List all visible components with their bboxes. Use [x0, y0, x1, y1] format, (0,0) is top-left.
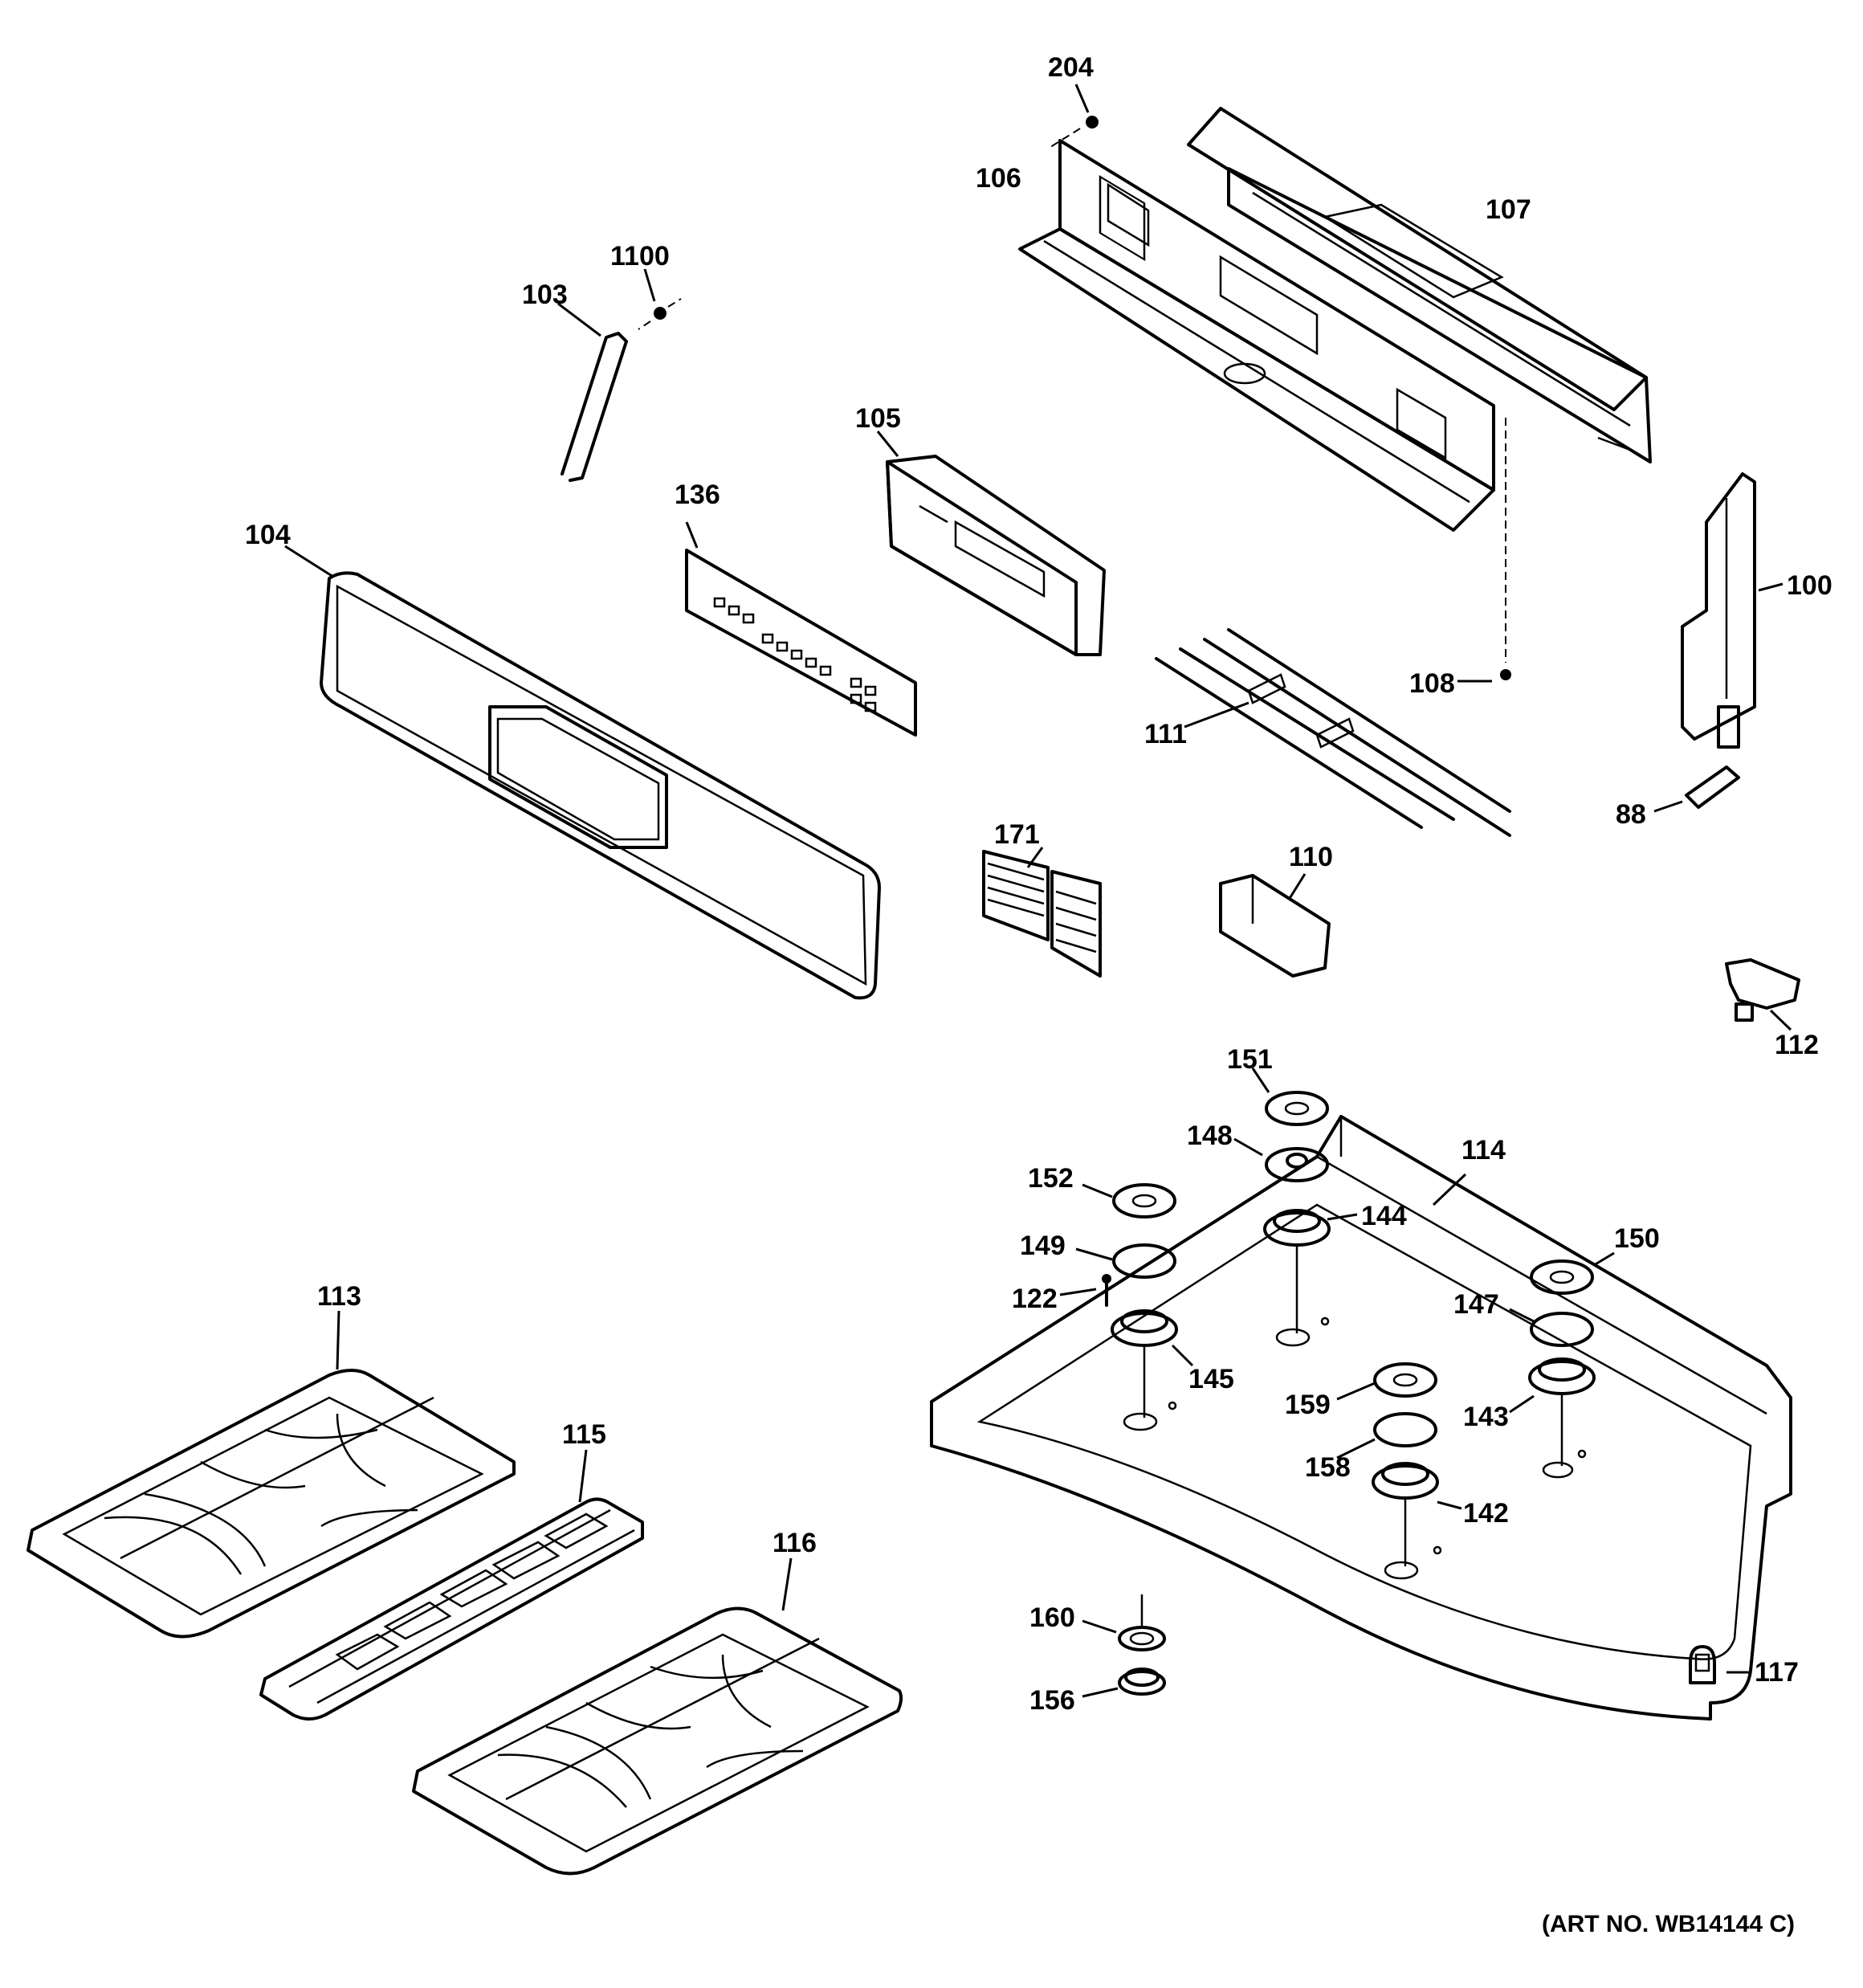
label-110: 110 [1289, 842, 1333, 872]
label-142: 142 [1463, 1498, 1509, 1529]
label-158: 158 [1305, 1452, 1351, 1483]
screw-122 [1059, 1274, 1111, 1307]
label-105: 105 [855, 403, 901, 434]
burner-144 [1263, 1209, 1358, 1333]
grommet-160 [1082, 1594, 1166, 1651]
cap-150 [1530, 1251, 1615, 1295]
label-103: 103 [522, 280, 568, 310]
cooktop-114 [930, 1115, 1792, 1721]
rear-panel-106 [1018, 139, 1495, 532]
clip-88 [1653, 765, 1740, 813]
label-171: 171 [994, 819, 1040, 850]
label-151: 151 [1227, 1044, 1273, 1075]
grate-113 [26, 1310, 516, 1639]
valve-112 [1725, 958, 1800, 1031]
label-114: 114 [1461, 1135, 1506, 1165]
cap-159 [1336, 1362, 1437, 1401]
side-trim-100 [1681, 472, 1784, 749]
label-136: 136 [675, 480, 720, 510]
cap-149 [1075, 1243, 1176, 1279]
label-113: 113 [317, 1281, 361, 1312]
label-160: 160 [1029, 1602, 1075, 1633]
label-108: 108 [1409, 668, 1455, 699]
label-156: 156 [1029, 1685, 1075, 1716]
label-112: 112 [1775, 1030, 1819, 1060]
label-159: 159 [1285, 1390, 1331, 1420]
label-117: 117 [1755, 1657, 1799, 1688]
control-board-105 [876, 431, 1106, 656]
igniter-117 [1689, 1645, 1751, 1684]
callout-labels: 204 106 107 1100 103 105 136 104 100 108… [245, 52, 1832, 1716]
grate-115 [259, 1449, 644, 1721]
label-100: 100 [1787, 570, 1832, 601]
label-111: 111 [1144, 719, 1187, 749]
vent-grille-171 [982, 847, 1102, 978]
spark-module-110 [1219, 873, 1331, 978]
label-104: 104 [245, 520, 291, 550]
rod-103 [557, 302, 628, 482]
screw-204 [1047, 84, 1099, 149]
cap-152 [1082, 1183, 1176, 1219]
screw-108 [1457, 418, 1511, 683]
label-107: 107 [1486, 194, 1531, 225]
label-106: 106 [976, 163, 1021, 194]
art-number: (ART NO. WB14144 C) [1542, 1911, 1795, 1937]
label-88: 88 [1616, 799, 1646, 830]
label-149: 149 [1020, 1231, 1066, 1261]
label-147: 147 [1453, 1289, 1499, 1320]
cap-147 [1509, 1308, 1594, 1347]
cap-148 [1233, 1137, 1329, 1182]
label-145: 145 [1188, 1364, 1234, 1394]
label-116: 116 [773, 1528, 817, 1558]
burner-143 [1509, 1357, 1596, 1466]
label-144: 144 [1361, 1201, 1407, 1231]
grommet-156 [1082, 1668, 1166, 1698]
overlay-136 [685, 521, 917, 737]
label-143: 143 [1463, 1402, 1509, 1432]
label-204: 204 [1048, 52, 1094, 83]
screw-1100 [638, 268, 682, 330]
label-115: 115 [562, 1419, 606, 1450]
label-150: 150 [1614, 1223, 1660, 1254]
grate-116 [412, 1557, 903, 1876]
wire-harness-111 [1155, 628, 1511, 837]
control-panel-104 [284, 545, 881, 1000]
cap-151 [1251, 1067, 1329, 1126]
label-152: 152 [1028, 1163, 1074, 1194]
burner-142 [1372, 1462, 1462, 1566]
label-1100: 1100 [610, 241, 670, 271]
cap-158 [1336, 1412, 1437, 1459]
label-148: 148 [1187, 1121, 1233, 1151]
burner-145 [1111, 1309, 1194, 1418]
label-122: 122 [1012, 1284, 1058, 1314]
rear-panel-107 [1187, 107, 1652, 463]
